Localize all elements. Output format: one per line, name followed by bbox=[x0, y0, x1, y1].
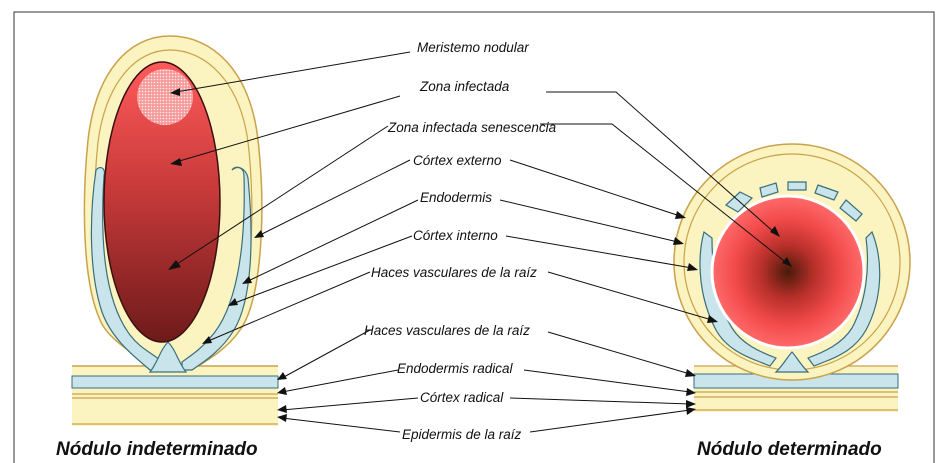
determinate-infected-zone bbox=[712, 196, 864, 348]
label-root-epidermis: Epidermis de la raíz bbox=[402, 427, 522, 442]
label-radical-cortex: Córtex radical bbox=[420, 390, 504, 405]
label-endodermis: Endodermis bbox=[420, 190, 492, 205]
label-meristem: Meristemo nodular bbox=[417, 40, 529, 55]
label-inner-cortex: Córtex interno bbox=[413, 228, 498, 243]
title-determinate: Nódulo determinado bbox=[697, 439, 882, 460]
label-radical-endodermis: Endodermis radical bbox=[397, 361, 514, 376]
label-infected-zone: Zona infectada bbox=[419, 79, 510, 94]
label-vascular-bundles-1: Haces vasculares de la raíz bbox=[371, 265, 537, 280]
label-senescent-zone: Zona infectada senescencia bbox=[387, 120, 557, 135]
determinate-nodule bbox=[674, 144, 910, 412]
title-indeterminate: Nódulo indeterminado bbox=[56, 439, 258, 460]
root-endodermis-layer bbox=[72, 376, 278, 388]
meristem-zone bbox=[137, 69, 193, 125]
label-vascular-bundles-2: Haces vasculares de la raíz bbox=[364, 323, 530, 338]
label-outer-cortex: Córtex externo bbox=[413, 153, 502, 168]
root-cortex-layer bbox=[72, 366, 278, 426]
